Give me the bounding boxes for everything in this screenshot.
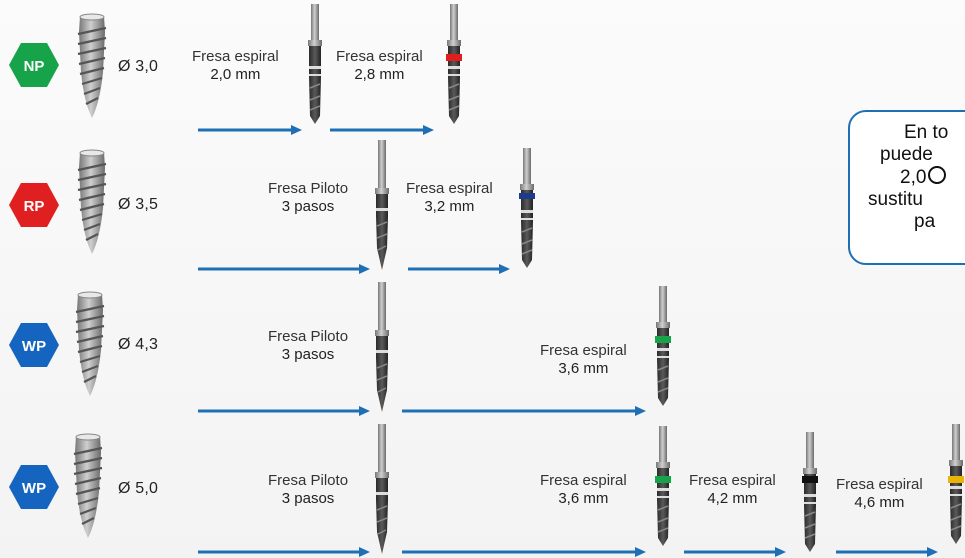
drill-name: Fresa espiral [336, 48, 423, 65]
drill-image [372, 282, 392, 412]
drill-image [444, 4, 464, 124]
rp-badge: RP [8, 182, 60, 228]
drill-label: Fresa espiral 3,6 mm [540, 472, 627, 508]
arrow [198, 546, 370, 558]
drill-label: Fresa espiral 4,2 mm [689, 472, 776, 508]
badge-hexagon [9, 43, 59, 87]
drill-image [653, 286, 673, 406]
drill-image [372, 424, 392, 554]
drill-name: Fresa Piloto [268, 328, 349, 345]
drill-size: 3,2 mm [424, 198, 475, 215]
note-line: En to [904, 122, 949, 143]
implant-diameter: Ø 3,0 [118, 58, 159, 75]
note-line: sustitu [868, 189, 923, 210]
drill-size: 3 pasos [281, 346, 335, 363]
drill-label: Fresa espiral 2,8 mm [336, 48, 423, 84]
wp-badge: WP [8, 322, 60, 368]
arrow [402, 405, 646, 417]
drill-image [305, 4, 325, 124]
implant-diameter: Ø 3,5 [118, 196, 159, 213]
drill-label: Fresa espiral 3,2 mm [406, 180, 493, 216]
implant-image [68, 432, 108, 542]
drill-name: Fresa espiral [192, 48, 279, 65]
drill-label: Fresa espiral 4,6 mm [836, 476, 923, 512]
drill-name: Fresa espiral [540, 342, 627, 359]
drill-name: Fresa Piloto [268, 180, 349, 197]
arrow [330, 124, 434, 136]
implant-image [72, 12, 112, 122]
drill-name: Fresa espiral [689, 472, 776, 489]
note-line: pa [914, 211, 936, 232]
arrow [198, 263, 370, 275]
drill-size: 4,6 mm [854, 494, 905, 511]
note-line-text: 2,0 [900, 167, 927, 188]
implant-image [72, 148, 112, 258]
drill-image [946, 424, 965, 544]
note-box: En to puede 2,0 sustitu pa [848, 110, 965, 265]
circle-icon [928, 166, 947, 184]
wp-badge: WP [8, 464, 60, 510]
implant-diameter: Ø 4,3 [118, 336, 159, 353]
drill-size: 2,8 mm [354, 66, 405, 83]
implant-image [70, 290, 110, 400]
drill-image [517, 148, 537, 268]
arrow [198, 405, 370, 417]
drill-image [372, 140, 392, 270]
badge-hexagon [9, 183, 59, 227]
drill-size: 3 pasos [281, 490, 335, 507]
implant-diameter: Ø 5,0 [118, 480, 159, 497]
arrow [684, 546, 786, 558]
arrow [198, 124, 302, 136]
note-line: puede [880, 144, 933, 165]
badge-text: WP [22, 338, 46, 355]
arrow [836, 546, 938, 558]
drill-size: 3,6 mm [558, 360, 609, 377]
drill-label: Fresa Piloto 3 pasos [268, 472, 348, 508]
arrow [408, 263, 510, 275]
drill-name: Fresa Piloto [268, 472, 349, 489]
drill-size: 2,0 mm [210, 66, 261, 83]
np-badge: NP [8, 42, 60, 88]
drill-size: 3 pasos [281, 198, 335, 215]
drill-label: Fresa espiral 3,6 mm [540, 342, 627, 378]
drill-image [800, 432, 820, 552]
drill-label: Fresa Piloto 3 pasos [268, 180, 348, 216]
note-line-with-circle: 2,0 [850, 166, 965, 189]
drill-name: Fresa espiral [406, 180, 493, 197]
drill-size: 3,6 mm [558, 490, 609, 507]
drill-name: Fresa espiral [540, 472, 627, 489]
drill-image [653, 426, 673, 546]
badge-text: WP [22, 480, 46, 497]
drill-label: Fresa Piloto 3 pasos [268, 328, 348, 364]
badge-hexagon [9, 323, 59, 367]
badge-hexagon [9, 465, 59, 509]
badge-text: NP [24, 58, 45, 75]
drill-size: 4,2 mm [707, 490, 758, 507]
arrow [402, 546, 646, 558]
drill-name: Fresa espiral [836, 476, 923, 493]
badge-text: RP [24, 198, 45, 215]
drill-label: Fresa espiral 2,0 mm [192, 48, 279, 84]
